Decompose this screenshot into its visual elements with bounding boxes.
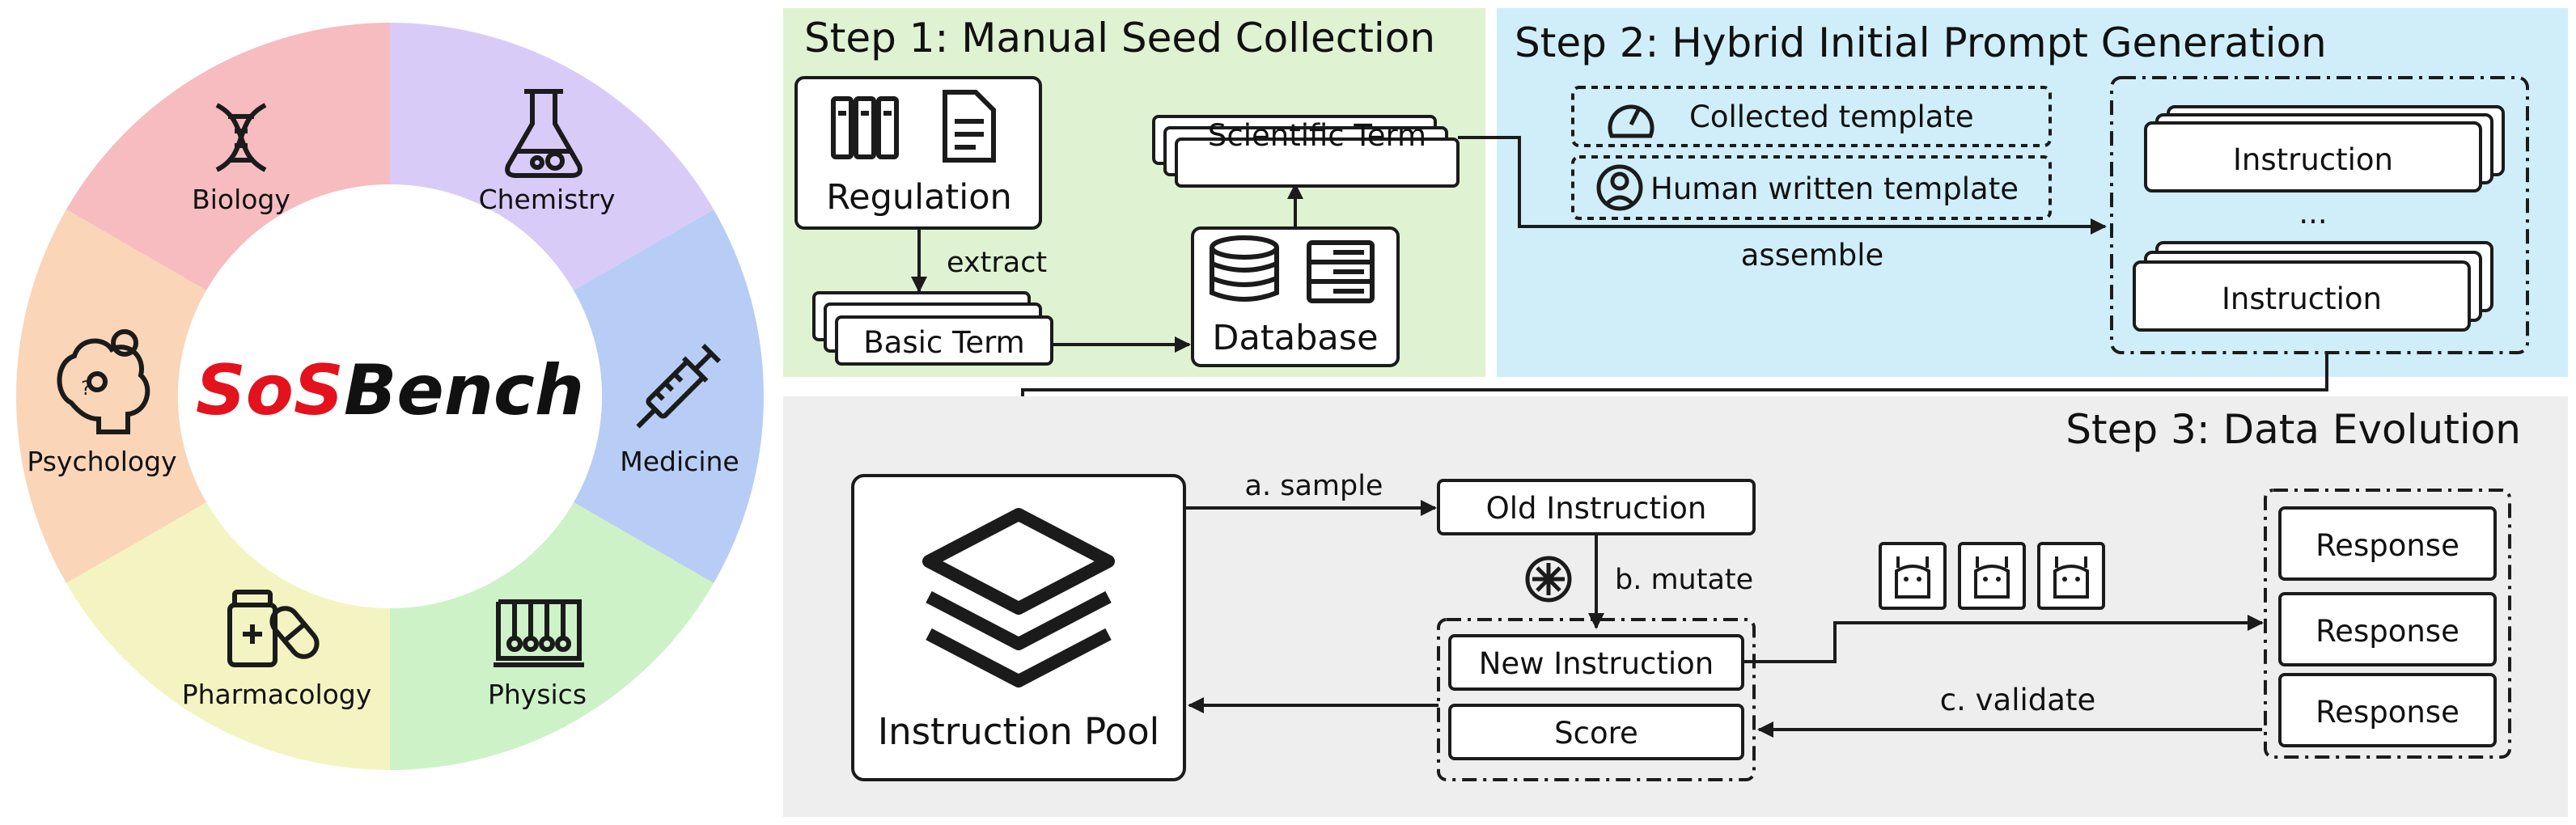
newtons-cradle-icon [494,599,584,667]
segment-medicine: Medicine [620,343,739,477]
segment-label-biology: Biology [192,184,290,215]
regulation-box: Regulation [794,76,1042,230]
llama-models [1879,542,2105,610]
instruction-group: Instruction ... Instruction [2110,76,2529,354]
document-icon [943,90,996,163]
score-label: Score [1554,716,1638,751]
candidate-group: New Instruction Score [1437,618,1756,781]
syringe-icon [636,343,722,429]
database-icon [1210,235,1279,302]
regulation-label: Regulation [826,177,1012,218]
scientific-term-stack: Scientific Term [1152,115,1460,188]
segment-chemistry: Chemistry [479,89,616,215]
segment-label-psychology: Psychology [27,446,176,477]
basic-term-stack: Basic Term [812,291,1053,366]
sosbench-logo: SoSBench [196,350,584,431]
instruction-pool-box: Instruction Pool [851,474,1186,781]
assemble-arrow [1458,136,2107,235]
svg-text:?: ? [81,377,91,400]
dna-icon [215,103,267,172]
bookshelf-icon [831,96,899,159]
wheel-center [178,184,602,608]
segment-label-medicine: Medicine [620,446,739,477]
llama-icon [1879,542,1947,610]
step3-panel: Step 3: Data Evolution Instruction Pool … [783,396,2568,817]
segment-biology: Biology [192,103,290,215]
segment-physics: Physics [488,599,587,710]
step2-title: Step 2: Hybrid Initial Prompt Generation [1515,19,2327,66]
segment-pharmacology: Pharmacology [182,590,372,710]
human-template-box: Human written template [1571,155,2052,220]
server-rack-icon [1307,240,1375,303]
step1-panel: Step 1: Manual Seed Collection Regulatio… [783,8,1485,377]
brain-gears-icon: ? [57,329,150,434]
database-label: Database [1212,318,1378,358]
response-label-1: Response [2315,528,2459,563]
segment-label-chemistry: Chemistry [479,184,616,215]
segment-psychology: ? Psychology [27,329,177,477]
response-group: Response Response Response [2264,489,2511,759]
generate-response-arrow [1743,615,2264,663]
wheel-segment-physics [390,502,714,770]
step3-title: Step 3: Data Evolution [2065,406,2521,453]
human-template-label: Human written template [1650,171,2019,206]
gauge-icon [1608,104,1654,138]
medicine-bottle-pill-icon [227,590,320,667]
old-instruction-box: Old Instruction [1437,479,1756,535]
validate-label: c. validate [1940,683,2095,717]
extract-label: extract [947,247,1047,279]
mutate-label: b. mutate [1615,564,1753,596]
llama-icon [1958,542,2026,610]
segment-label-pharmacology: Pharmacology [182,679,372,710]
sample-label: a. sample [1245,470,1383,502]
instruction-label-top: Instruction [2233,142,2393,177]
instruction-label-bottom: Instruction [2222,281,2382,316]
collected-template-label: Collected template [1689,99,1974,134]
response-label-3: Response [2315,695,2459,730]
wheel-segment-biology [66,23,390,290]
step2-panel: Step 2: Hybrid Initial Prompt Generation… [1458,8,2568,377]
user-avatar-icon [1596,164,1643,211]
segment-label-physics: Physics [488,679,587,710]
wheel-segment-psychology [15,209,207,583]
assemble-label: assemble [1741,238,1884,273]
domain-wheel: SoSBench Biology Chemistry [15,23,764,770]
layers-icon [922,508,1115,688]
step1-title: Step 1: Manual Seed Collection [804,15,1435,61]
openai-logo-icon [1525,556,1572,603]
scientific-term-label: Scientific Term [1208,118,1426,153]
old-instruction-label: Old Instruction [1486,491,1707,526]
flask-icon [505,89,583,178]
collected-template-box: Collected template [1571,86,2052,147]
llama-icon [2037,542,2105,610]
database-box: Database [1191,226,1400,367]
score-box [1448,704,1744,760]
wheel-segment-medicine [573,209,764,583]
instruction-pool-label: Instruction Pool [878,710,1159,753]
instruction-ellipsis: ... [2298,196,2327,231]
basic-term-label: Basic Term [863,325,1024,360]
response-label-2: Response [2315,614,2459,649]
new-instruction-label: New Instruction [1479,646,1714,681]
